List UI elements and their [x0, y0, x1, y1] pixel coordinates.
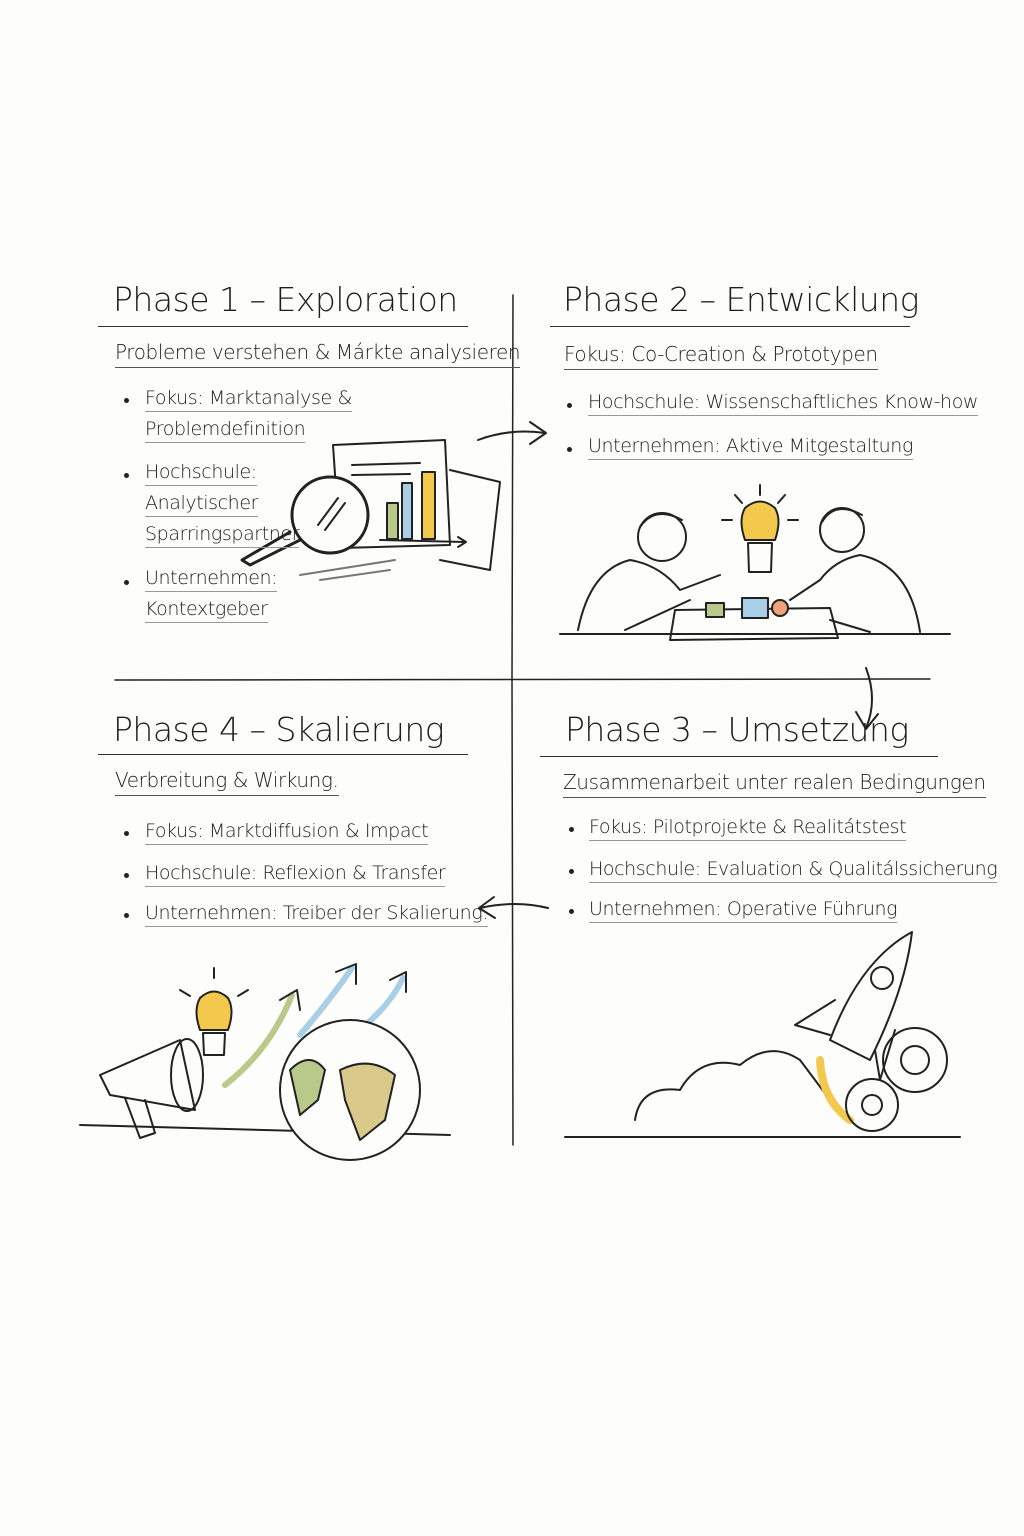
bullet-icon — [569, 869, 574, 874]
phase-2-bullet: Unternehmen: Aktive Mitgestaltung — [588, 435, 913, 460]
phase-3-bullet: Hochschule: Evaluation & Qualitálssicher… — [589, 858, 998, 883]
phase-1-bullet: Problemdefinition — [145, 418, 306, 443]
arrow-down-icon — [855, 667, 879, 730]
phase-3-subtitle: Zusammenarbeit unter realen Bedingungen — [563, 770, 986, 798]
phase-1-subtitle: Probleme verstehen & Márkte analysieren — [115, 340, 521, 368]
rocket-gears-icon — [564, 931, 961, 1138]
phase-4-title: Phase 4 – Skalierung — [113, 710, 445, 749]
magnifier-chart-icon — [240, 439, 501, 581]
bullet-icon — [567, 403, 572, 408]
phase-1-title-underline — [98, 326, 468, 327]
bullet-icon — [124, 831, 129, 836]
phase-1-bullet: Sparringspartner — [145, 523, 300, 548]
arrow-left-icon — [478, 896, 549, 919]
phase-4-title-underline — [98, 754, 468, 755]
arrow-right-icon — [477, 421, 547, 445]
collaboration-lightbulb-icon — [559, 484, 951, 641]
phase-1-bullet: Kontextgeber — [145, 598, 268, 623]
phase-4-bullet: Fokus: Marktdiffusion & Impact — [145, 820, 429, 845]
phase-2-bullet: Hochschule: Wissenschaftliches Know-how — [588, 391, 978, 416]
bullet-icon — [124, 473, 129, 478]
phase-1-bullet: Analytischer — [145, 492, 258, 517]
bullet-icon — [569, 909, 574, 914]
phase-4-bullet: Hochschule: Reflexion & Transfer — [145, 862, 446, 887]
phase-4-subtitle: Verbreitung & Wirkung. — [115, 768, 339, 796]
bullet-icon — [124, 873, 129, 878]
phase-3-title: Phase 3 – Umsetzung — [565, 710, 909, 749]
phase-1-title: Phase 1 – Exploration — [113, 280, 458, 319]
phase-4-bullet: Unternehmen: Treiber der Skalierung. — [145, 902, 488, 927]
megaphone-globe-icon — [79, 963, 451, 1161]
phase-2-title: Phase 2 – Entwicklung — [563, 280, 919, 319]
phase-2-title-underline — [550, 326, 910, 327]
horizontal-divider — [114, 678, 931, 681]
phase-3-bullet: Fokus: Pilotprojekte & Realitátstest — [589, 816, 907, 841]
bullet-icon — [124, 398, 129, 403]
bullet-icon — [124, 580, 129, 585]
bullet-icon — [569, 827, 574, 832]
bullet-icon — [124, 913, 129, 918]
phase-3-bullet: Unternehmen: Operative Führung — [589, 898, 898, 923]
phase-1-bullet: Fokus: Marktanalyse & — [145, 387, 352, 412]
vertical-divider — [511, 294, 514, 1146]
bullet-icon — [567, 447, 572, 452]
phase-1-bullet: Unternehmen: — [145, 567, 278, 592]
phase-1-bullet: Hochschule: — [145, 461, 257, 486]
phase-2-subtitle: Fokus: Co-Creation & Prototypen — [564, 342, 878, 370]
phase-3-title-underline — [540, 756, 938, 757]
